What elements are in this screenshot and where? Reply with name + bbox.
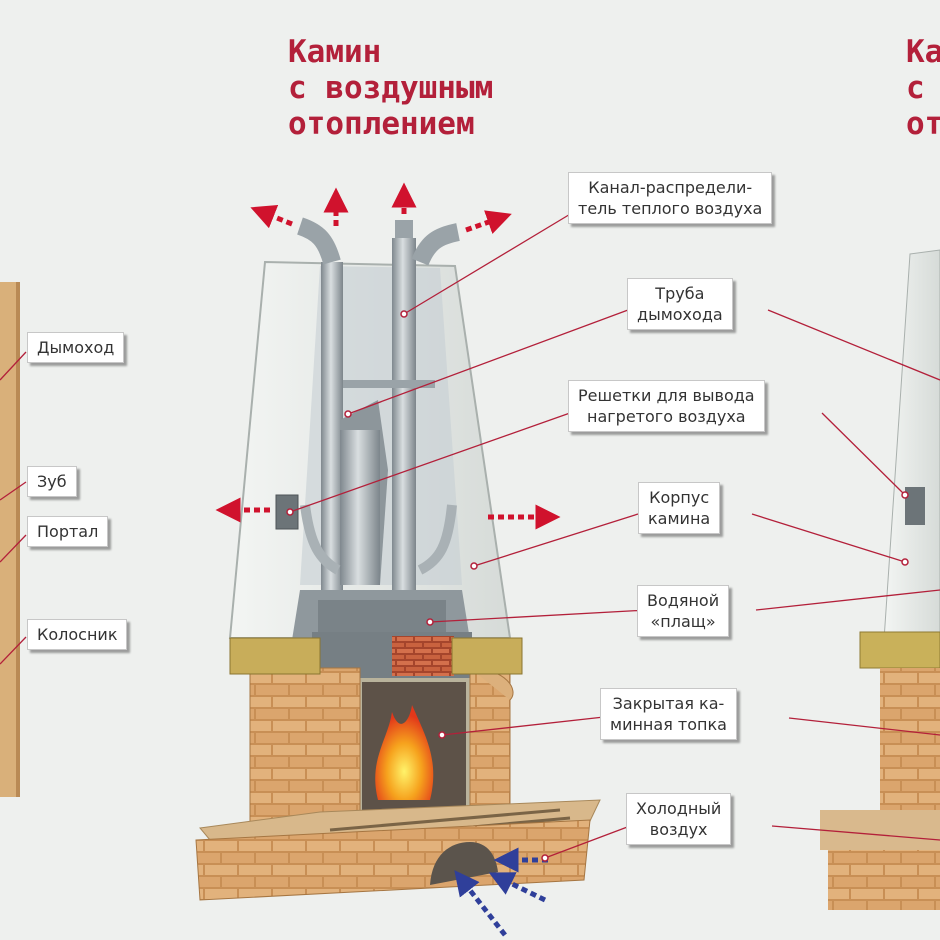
diagram-title-partial: Ка с от xyxy=(906,34,940,142)
label-dymokhod: Дымоход xyxy=(27,332,125,363)
cold-air-arrows xyxy=(454,847,548,937)
warm-air-arrows xyxy=(215,182,561,530)
leader-dots xyxy=(286,310,909,862)
label-cold-air: Холодный воздух xyxy=(626,793,732,845)
label-grilles: Решетки для вывода нагретого воздуха xyxy=(568,380,765,432)
left-chimney-partial xyxy=(0,282,20,797)
label-casing: Корпус камина xyxy=(638,482,721,534)
diagram-title: Камин с воздушным отоплением xyxy=(288,34,494,142)
leader-lines xyxy=(0,212,940,859)
label-portal: Портал xyxy=(27,516,109,547)
label-zub: Зуб xyxy=(27,466,77,497)
label-closed-firebox: Закрытая ка- минная топка xyxy=(600,688,737,740)
label-water-jacket: Водяной «плащ» xyxy=(637,585,730,637)
label-air-channel: Канал-распредели- тель теплого воздуха xyxy=(568,172,773,224)
main-fireplace xyxy=(195,217,601,901)
right-fireplace-partial xyxy=(820,249,940,910)
label-kolosnik: Колосник xyxy=(27,619,128,650)
label-flue-pipe: Труба дымохода xyxy=(627,278,733,330)
